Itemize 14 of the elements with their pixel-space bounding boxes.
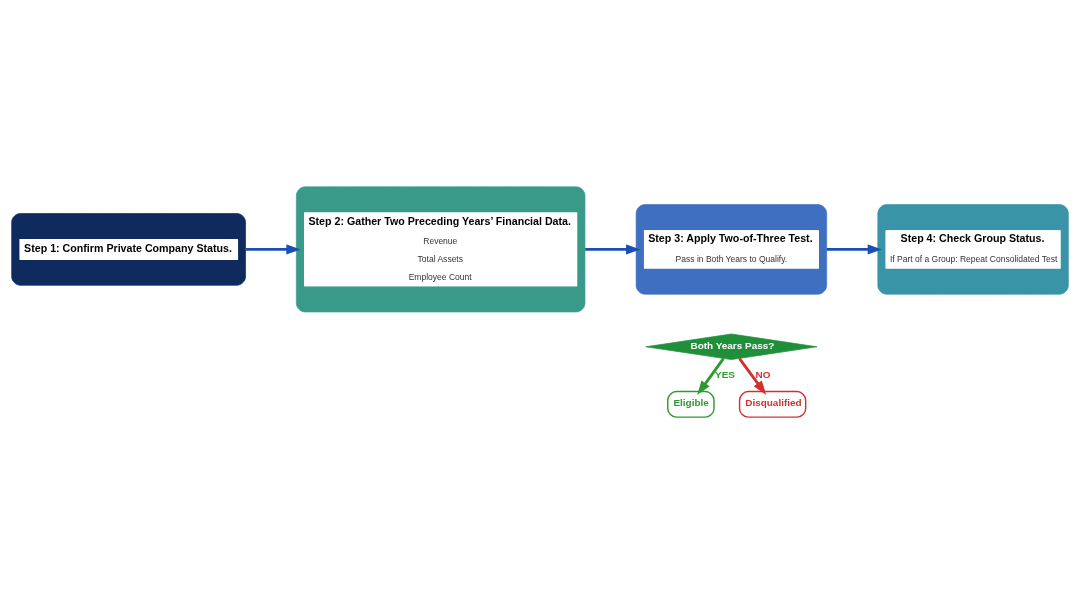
node-diamond: Both Years Pass?: [645, 333, 818, 360]
node-box: Step 2: Gather Two Preceding Years’ Financial Data. Revenue Total Assets Employee Count: [296, 186, 586, 312]
edge-label: YES: [715, 367, 735, 379]
edge-label: NO: [755, 367, 771, 379]
arrow: [585, 243, 641, 254]
node-box: Step 3: Apply Two-of-Three Test. Pass in Both Years to Qualify.: [635, 203, 827, 295]
node-box: Disqualified: [738, 390, 807, 418]
node-box: Step 1: Confirm Private Company Status.: [11, 212, 246, 286]
node-box: Step 4: Check Group Status. If Part of a Group: Repeat Consolidated Test: [877, 203, 1069, 295]
arrow: [826, 243, 882, 254]
arrow: [738, 357, 767, 395]
arrow: [697, 357, 725, 395]
arrow: [245, 243, 301, 254]
node-box: Eligible: [667, 390, 715, 418]
